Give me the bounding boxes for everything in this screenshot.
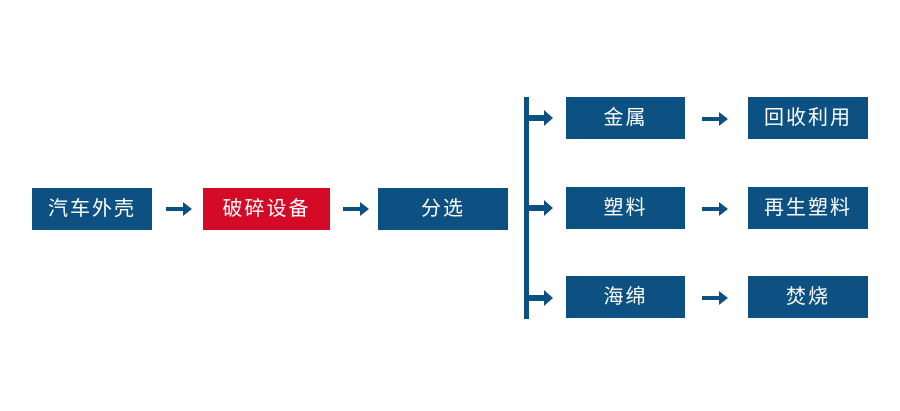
node-crusher-equipment[interactable]: 破碎设备 — [203, 188, 330, 230]
node-material-plastic-label: 塑料 — [603, 197, 648, 219]
node-crusher-equipment-label: 破碎设备 — [222, 198, 311, 220]
arrow-right-icon-metal-to-recycle — [702, 107, 728, 131]
node-material-metal[interactable]: 金属 — [566, 97, 685, 139]
arrow-right-icon-plastic-to-regenerated — [702, 197, 728, 221]
node-material-metal-label: 金属 — [603, 107, 648, 129]
node-sorting-label: 分选 — [421, 198, 465, 220]
node-car-shell[interactable]: 汽车外壳 — [32, 188, 152, 230]
node-outcome-regenerated-plastic-label: 再生塑料 — [764, 197, 852, 219]
node-outcome-recycle-label: 回收利用 — [764, 107, 852, 129]
arrow-right-icon-crusher-to-sorting — [343, 197, 369, 221]
arrow-right-icon-shell-to-crusher — [166, 197, 192, 221]
node-outcome-regenerated-plastic[interactable]: 再生塑料 — [748, 187, 868, 229]
node-material-sponge-label: 海绵 — [603, 286, 648, 308]
node-outcome-incineration-label: 焚烧 — [786, 286, 830, 308]
node-material-plastic[interactable]: 塑料 — [566, 187, 685, 229]
node-outcome-incineration[interactable]: 焚烧 — [748, 276, 868, 318]
arrow-right-icon-sponge-to-incineration — [702, 286, 728, 310]
node-sorting[interactable]: 分选 — [378, 188, 508, 230]
node-material-sponge[interactable]: 海绵 — [566, 276, 685, 318]
branch-split-bus — [522, 94, 556, 322]
node-outcome-recycle[interactable]: 回收利用 — [748, 97, 868, 139]
node-car-shell-label: 汽车外壳 — [48, 198, 136, 220]
